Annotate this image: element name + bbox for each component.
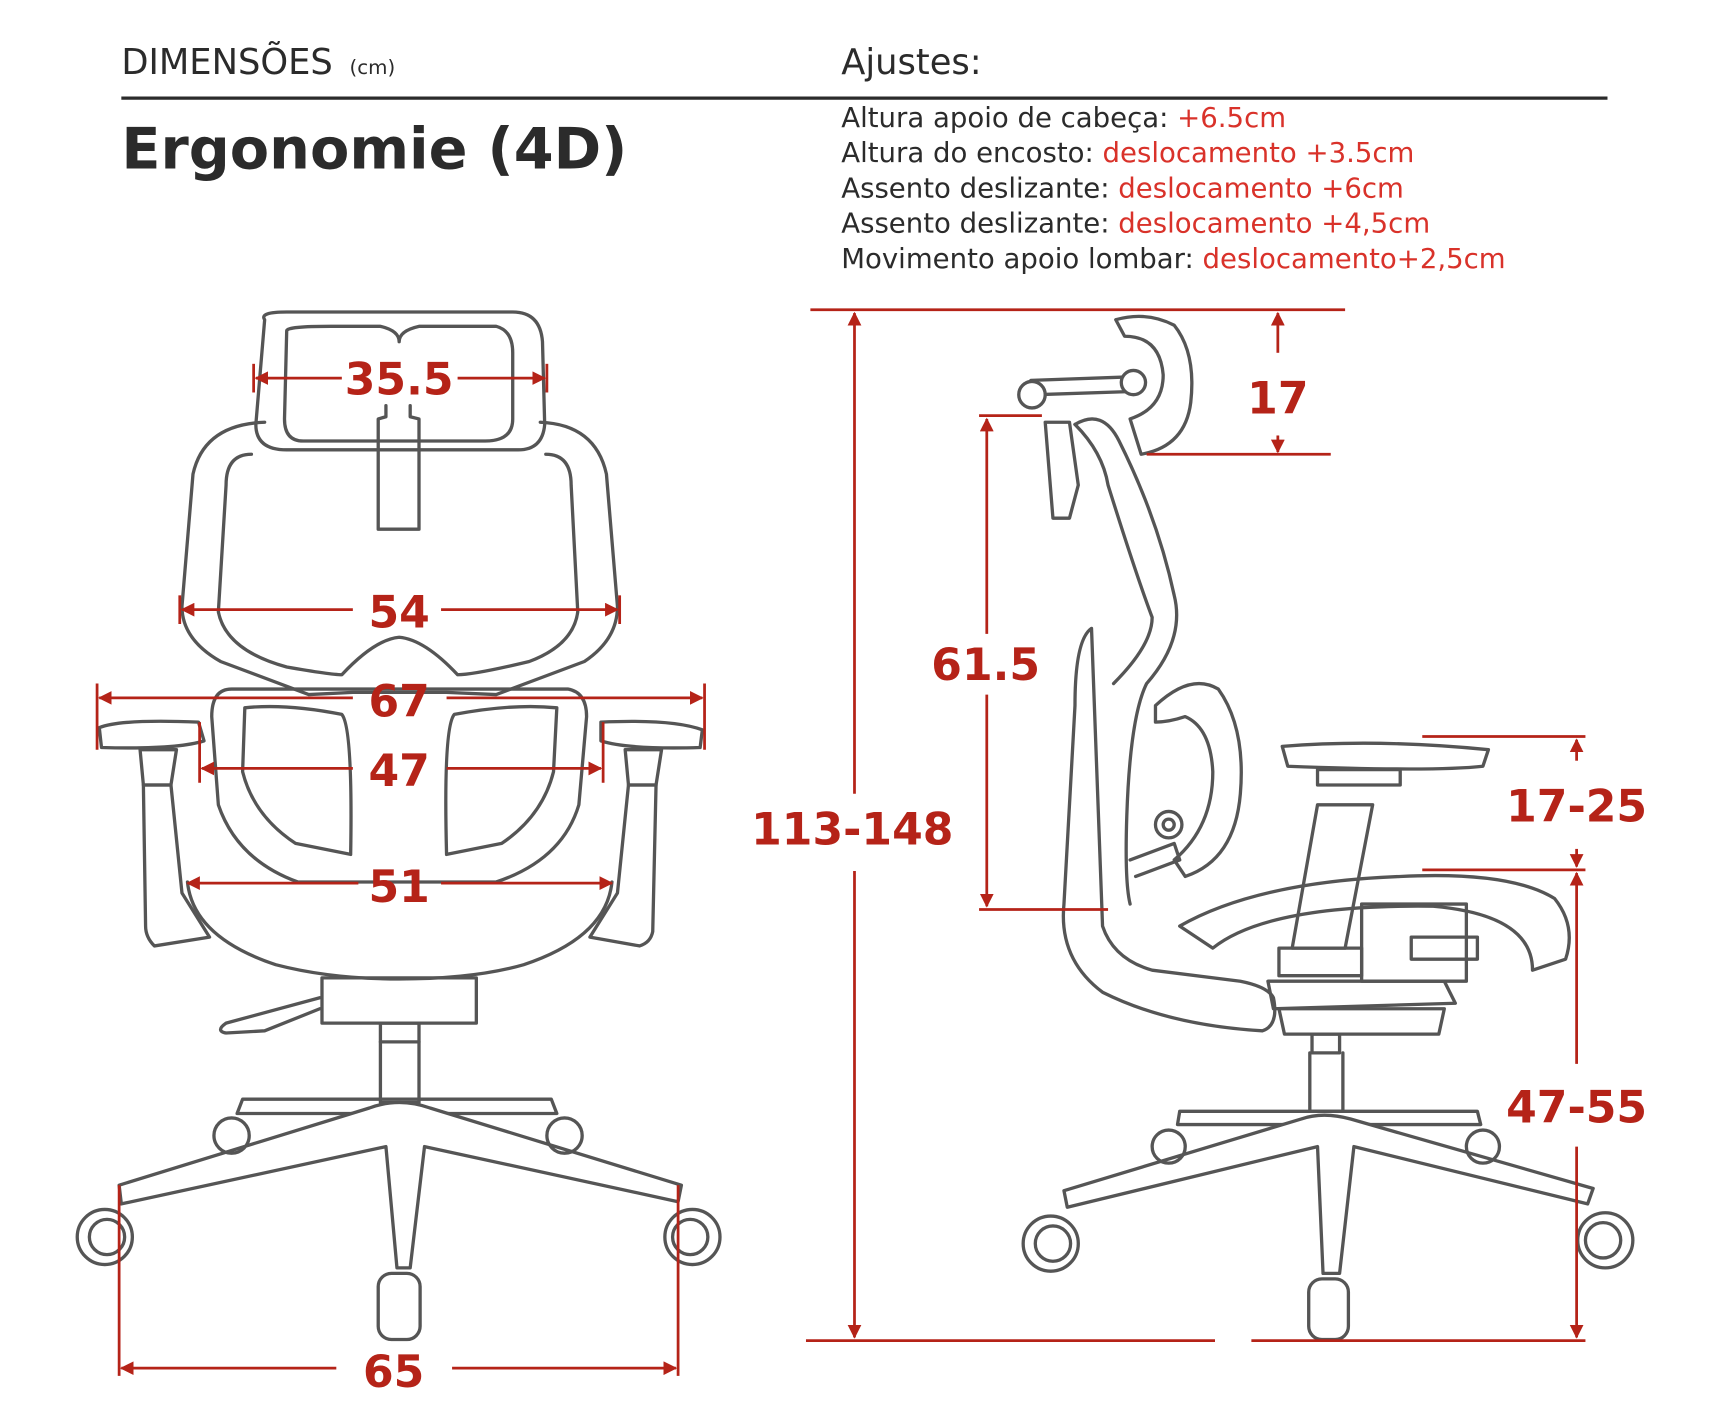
side-chair-illustration xyxy=(1017,314,1635,1342)
seat-height-label: 47-55 xyxy=(1506,1082,1647,1133)
adjustments-list: Altura apoio de cabeça: +6.5cm Altura do… xyxy=(841,102,1505,275)
backrest-width-label: 54 xyxy=(368,587,429,638)
side-dimensions: 113-148 61.5 17 17-25 47-55 xyxy=(751,308,1647,1342)
dimensions-label: DIMENSÕES xyxy=(121,41,332,83)
total-height-label: 113-148 xyxy=(751,805,953,856)
seat-width-label: 51 xyxy=(368,862,429,913)
backrest-height-label: 61.5 xyxy=(931,640,1040,691)
adjustment-item: Assento deslizante: deslocamento +6cm xyxy=(841,172,1404,204)
armrest-inner-width-label: 47 xyxy=(368,746,429,797)
front-dimensions: 35.5 54 67 47 51 65 xyxy=(95,355,706,1398)
page-title: Ergonomie (4D) xyxy=(121,116,627,183)
armrest-outer-width-label: 67 xyxy=(368,677,429,728)
adjustment-item: Assento deslizante: deslocamento +4,5cm xyxy=(841,208,1430,240)
headrest-height-label: 17 xyxy=(1247,373,1308,424)
base-width-label: 65 xyxy=(363,1347,424,1398)
adjustment-item: Altura do encosto: deslocamento +3.5cm xyxy=(841,137,1414,169)
headrest-width-label: 35.5 xyxy=(345,355,454,406)
front-chair-illustration xyxy=(75,310,722,1342)
adjustment-item: Movimento apoio lombar: deslocamento+2,5… xyxy=(841,243,1505,275)
armrest-height-label: 17-25 xyxy=(1506,781,1647,832)
adjustment-item: Altura apoio de cabeça: +6.5cm xyxy=(841,102,1286,134)
unit-label: (cm) xyxy=(350,56,396,79)
adjustments-label: Ajustes: xyxy=(841,42,981,83)
